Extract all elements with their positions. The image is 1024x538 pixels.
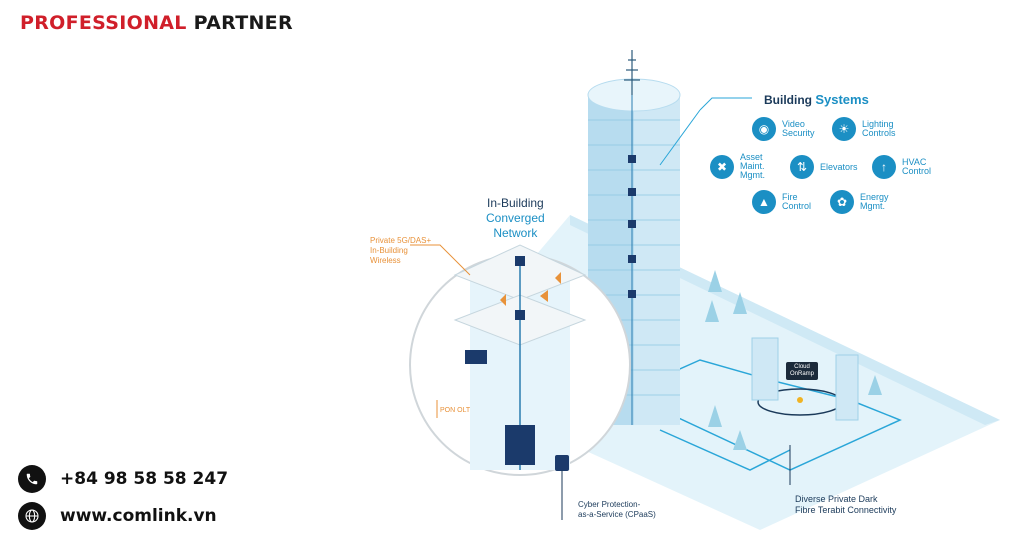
in-building-label: In-Building Converged Network [486, 196, 545, 241]
system-label: Video [782, 119, 805, 129]
side-building-1 [751, 337, 779, 401]
phone-number: +84 98 58 58 247 [60, 469, 229, 489]
page-heading: PROFESSIONAL PARTNER [20, 12, 293, 34]
private-5g-line1: Private 5G/DAS+ [370, 236, 432, 245]
systems-leader-2 [659, 109, 701, 166]
fibre-line2: Fibre Terabit Connectivity [795, 505, 897, 515]
desk-workstation [465, 350, 487, 364]
system-label: Fire [782, 192, 798, 202]
zoom-node-2 [515, 310, 525, 320]
cloud-dot [797, 397, 803, 403]
wireless-leader [410, 244, 471, 276]
system-label: Control [902, 166, 932, 176]
fibre-connectivity-label: Diverse Private Dark Fibre Terabit Conne… [795, 494, 896, 516]
fibre-line1: Diverse Private Dark [795, 494, 878, 504]
website-contact[interactable]: www.comlink.vn [18, 502, 217, 530]
in-building-line3: Network [493, 226, 538, 240]
building-systems-title: Building Systems [764, 92, 869, 107]
cloud-onramp-line2: OnRamp [790, 371, 815, 377]
thermometer-icon: ↑ [872, 155, 896, 179]
website-url: www.comlink.vn [60, 506, 217, 526]
trees [705, 270, 882, 450]
cyber-line1: Cyber Protection- [578, 500, 641, 509]
bulb-icon: ☀ [832, 117, 856, 141]
antenna-mast [624, 50, 640, 95]
building-systems-part2: Systems [815, 92, 869, 107]
in-building-line2: Converged [486, 211, 545, 225]
elevator-icon: ⇅ [790, 155, 814, 179]
pon-olt-rack [505, 425, 535, 465]
building-systems-part1: Building [764, 93, 812, 107]
system-label: Energy [860, 192, 889, 202]
system-label: Mgmt. [860, 201, 886, 211]
system-label: Mgmt. [740, 170, 766, 180]
private-5g-line3: Wireless [370, 256, 401, 265]
tower-nodes [628, 155, 636, 298]
cloud-onramp-badge: Cloud OnRamp [786, 362, 819, 380]
camera-icon: ◉ [752, 117, 776, 141]
private-5g-label: Private 5G/DAS+ In-Building Wireless [370, 236, 431, 266]
plant-icon: ✿ [830, 190, 854, 214]
cloud-onramp-line1: Cloud [794, 364, 810, 370]
tools-icon: ✖ [710, 154, 734, 179]
system-elevators: ⇅ Elevators [790, 155, 858, 179]
system-label: Lighting [862, 119, 894, 129]
system-label: Security [782, 128, 815, 138]
in-building-line1: In-Building [487, 196, 544, 210]
pon-olt-label: PON OLT [440, 407, 471, 414]
private-5g-line2: In-Building [370, 246, 408, 255]
heading-part1: PROFESSIONAL [20, 12, 187, 34]
system-label: Asset [740, 152, 763, 162]
system-label: Control [782, 201, 812, 211]
tower-roof [587, 78, 681, 112]
wifi-signals [500, 272, 561, 306]
cyber-protection-label: Cyber Protection- as-a-Service (CPaaS) [578, 500, 656, 520]
system-label: Elevators [820, 161, 858, 172]
lock-icon [555, 455, 569, 471]
system-label: Controls [862, 128, 896, 138]
heading-part2: PARTNER [193, 12, 293, 34]
cyber-line2: as-a-Service (CPaaS) [578, 510, 656, 519]
side-building-2 [835, 354, 859, 421]
phone-contact[interactable]: +84 98 58 58 247 [18, 465, 228, 493]
system-label: Maint. [740, 161, 765, 171]
globe-icon [18, 502, 46, 530]
systems-leader [699, 97, 752, 111]
zoom-node-1 [515, 256, 525, 266]
phone-icon [18, 465, 46, 493]
system-label: HVAC [902, 157, 927, 167]
extinguisher-icon: ▲ [752, 190, 776, 214]
fibre-path-2 [659, 429, 791, 471]
